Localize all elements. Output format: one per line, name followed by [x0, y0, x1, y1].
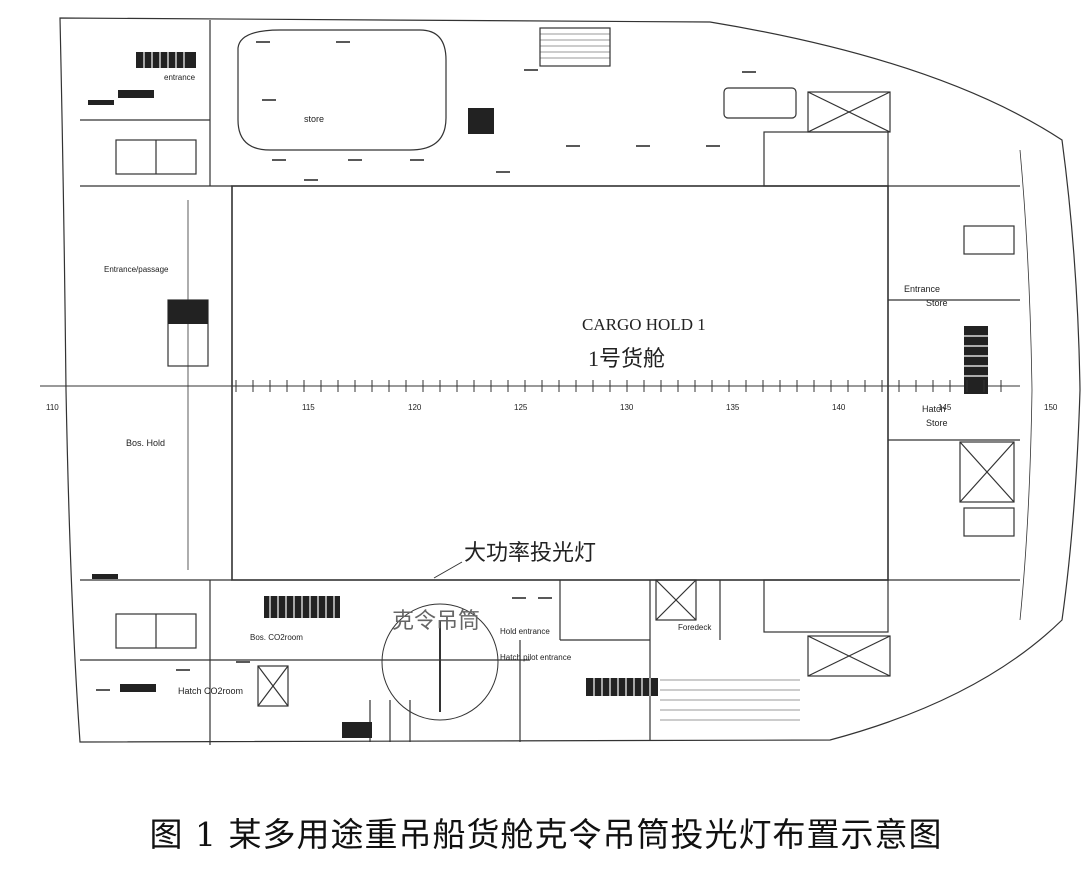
- frame-labels: 110 115 120 125 130 135 140 145 150: [46, 403, 1058, 412]
- cargo-hold-outline: [231, 185, 889, 581]
- label-bos-hold: Bos. Hold: [126, 438, 165, 448]
- deck-plan: 110 115 120 125 130 135 140 145 150 CARGO HOLD 1…: [40, 17, 1081, 745]
- hull-outline: [59, 17, 1081, 743]
- crane-pedestal-callout: 克令吊筒: [392, 608, 480, 633]
- label-foredeck: Foredeck: [678, 623, 712, 632]
- inner-hull-line: [1019, 149, 1033, 621]
- label-hatch-store-2: Store: [926, 418, 948, 428]
- label-store-right: Store: [926, 298, 948, 308]
- frame-ticks: [235, 380, 1002, 392]
- frame-label: 135: [726, 403, 740, 412]
- label-entrance-top: entrance: [164, 73, 196, 82]
- frame-label: 145: [938, 403, 952, 412]
- label-hold-entrance: Hold entrance: [500, 627, 550, 636]
- label-hatch-store: Hatch: [922, 404, 946, 414]
- label-pilot-entrance: Hatch pilot entrance: [500, 653, 572, 662]
- floodlight-callout: 大功率投光灯: [464, 540, 596, 565]
- frame-label: 115: [302, 403, 315, 412]
- floodlight-leader: [433, 561, 463, 579]
- crane-pedestal-circle: [381, 603, 499, 721]
- label-entrance-mid: Entrance/passage: [104, 265, 169, 274]
- label-co2-room: Bos. CO2room: [250, 633, 303, 642]
- cargo-hold-name-cn: 1号货舱: [588, 346, 665, 371]
- label-hatch-co2room: Hatch CO2room: [178, 686, 243, 696]
- frame-label: 110: [46, 403, 59, 412]
- figure-caption: 图 1 某多用途重吊船货舱克令吊筒投光灯布置示意图: [149, 815, 943, 854]
- frame-label: 140: [832, 403, 846, 412]
- frame-label: 150: [1044, 403, 1058, 412]
- frame-label: 130: [620, 403, 634, 412]
- frame-label: 120: [408, 403, 422, 412]
- label-entrance-right: Entrance: [904, 284, 940, 294]
- cargo-hold-name-en: CARGO HOLD 1: [582, 315, 706, 334]
- label-store-top: store: [304, 114, 324, 124]
- frame-label: 125: [514, 403, 528, 412]
